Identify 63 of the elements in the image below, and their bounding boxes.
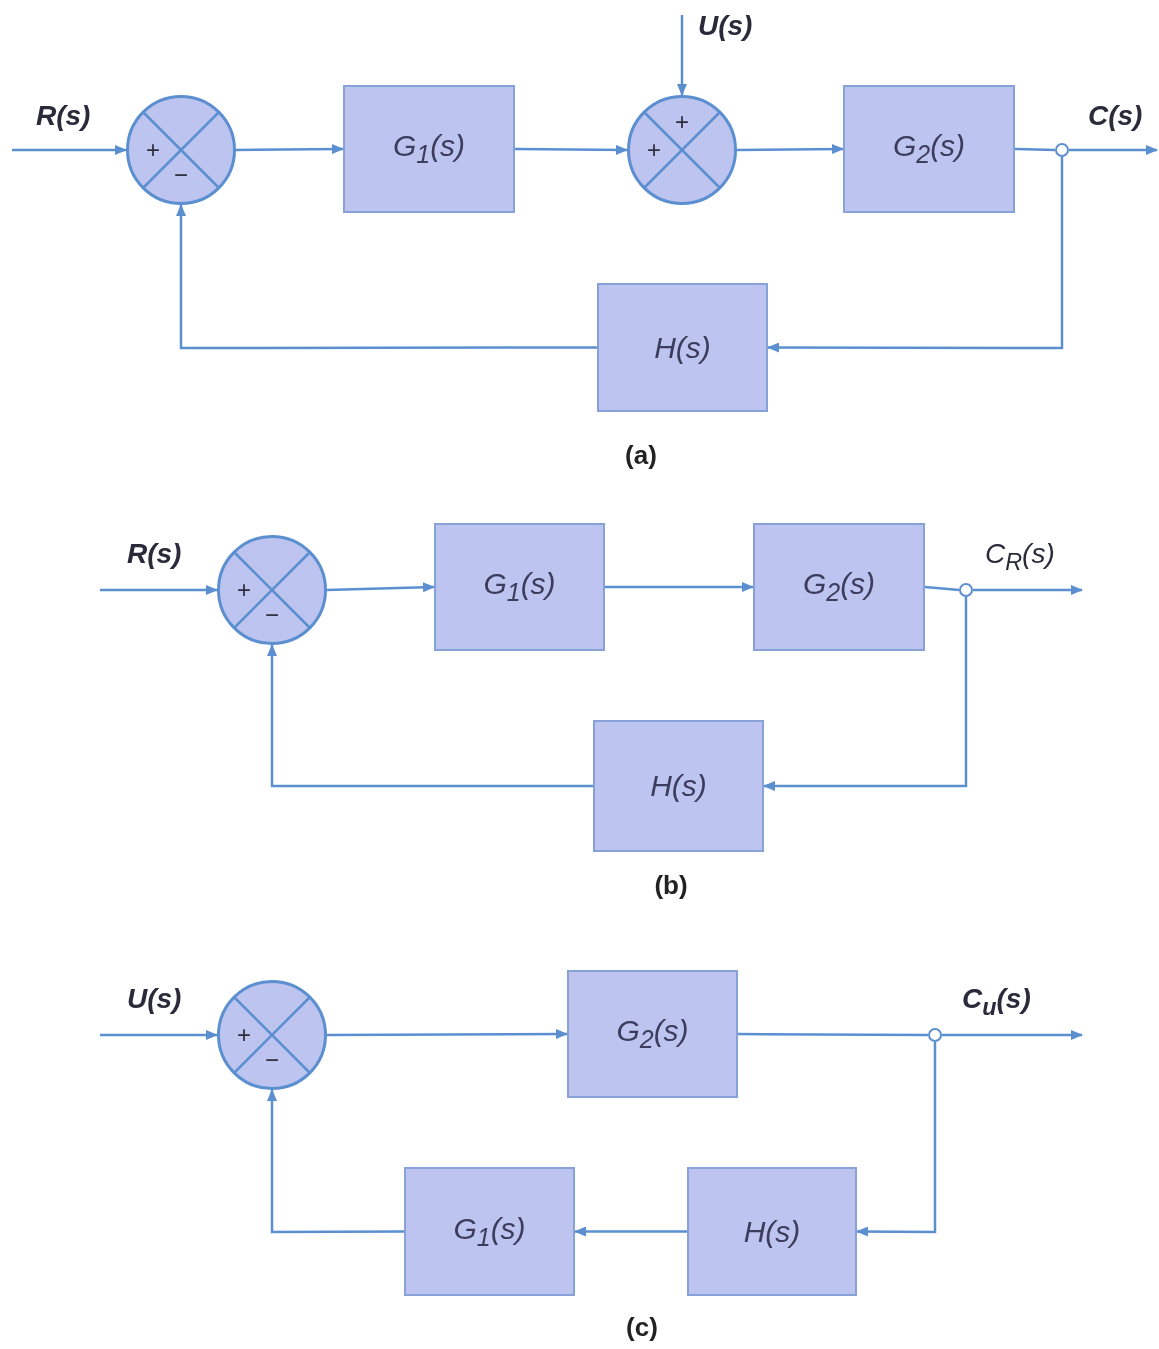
sign-symbol: + <box>237 578 251 602</box>
transfer-function-block <box>404 1167 575 1296</box>
arrow <box>176 204 597 350</box>
transfer-function-block <box>843 85 1015 213</box>
sign-symbol: + <box>675 110 689 134</box>
transfer-function-block <box>343 85 515 213</box>
block-label: G$_{2}$(s) <box>616 1014 689 1054</box>
block-label: G$_{2}$(s) <box>892 129 966 169</box>
block-label: G$_{1}$(s) <box>392 129 466 169</box>
arrow <box>100 1030 218 1040</box>
block-label: G$_{1}$(s) <box>483 567 556 607</box>
signal-label: C(s) <box>1088 102 1143 130</box>
arrow <box>326 582 435 593</box>
sign-symbol: + <box>237 1023 251 1047</box>
arrow <box>574 1226 687 1237</box>
arrow <box>267 644 593 788</box>
signal-label: R(s) <box>127 540 182 568</box>
summing-junction <box>126 95 236 205</box>
branch-point <box>1055 143 1069 157</box>
sign-symbol: + <box>146 138 160 162</box>
signal-label: R(s) <box>36 102 91 130</box>
transfer-function-block <box>593 720 764 852</box>
signal-label: U(s) <box>127 985 182 1013</box>
sign-symbol: − <box>265 603 279 627</box>
block-label: H(s) <box>743 1214 801 1249</box>
transfer-function-block <box>434 523 605 651</box>
sign-symbol: − <box>174 163 188 187</box>
arrow <box>267 1089 404 1234</box>
panel-caption: (c) <box>626 1312 658 1343</box>
transfer-function-block <box>567 970 738 1098</box>
arrow <box>942 1030 1083 1040</box>
panel-caption: (a) <box>625 440 657 471</box>
branch-point <box>928 1028 942 1042</box>
block-label: H(s) <box>650 769 707 803</box>
signal-label: C$_{R}$(s) <box>985 540 1055 574</box>
branch-point <box>959 583 973 597</box>
arrow <box>515 144 628 155</box>
transfer-function-block <box>597 283 768 412</box>
transfer-function-block <box>753 523 925 651</box>
arrow <box>737 144 844 155</box>
signal-label: U(s) <box>698 12 753 40</box>
block-label: G$_{1}$(s) <box>453 1211 526 1252</box>
arrow <box>605 582 754 592</box>
summing-junction <box>217 535 327 645</box>
sign-symbol: + <box>647 138 661 162</box>
block-label: G$_{2}$(s) <box>802 567 876 607</box>
summing-junction <box>627 95 737 205</box>
arrow <box>767 157 1064 353</box>
panel-caption: (b) <box>654 870 688 901</box>
transfer-function-block <box>687 1167 857 1296</box>
arrow <box>236 144 344 155</box>
arrow <box>100 585 218 595</box>
arrow <box>763 597 968 791</box>
signal-label: C$_{u}$(s) <box>962 985 1031 1019</box>
block-label: H(s) <box>654 330 711 365</box>
arrow <box>1069 145 1158 155</box>
sign-symbol: − <box>265 1048 279 1072</box>
summing-junction <box>217 980 327 1090</box>
arrow <box>973 585 1083 595</box>
arrow <box>677 15 687 96</box>
arrow <box>856 1042 937 1237</box>
arrow <box>327 1029 568 1040</box>
arrow <box>12 145 127 155</box>
